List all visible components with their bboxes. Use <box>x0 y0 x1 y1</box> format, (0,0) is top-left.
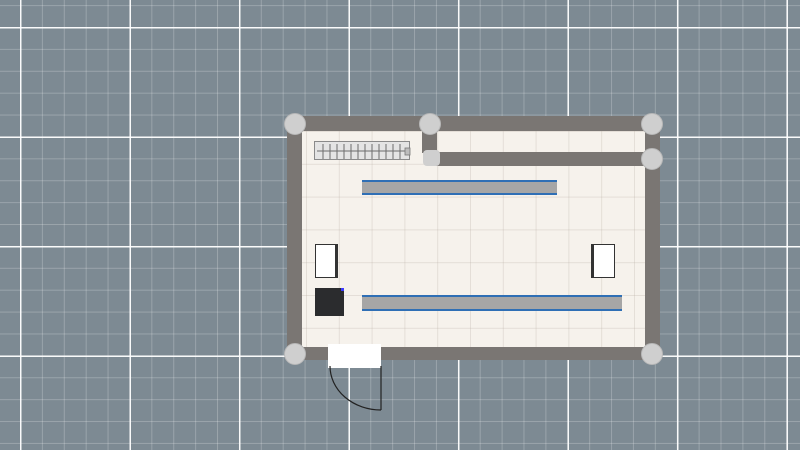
appliance-marker <box>341 288 344 291</box>
cabinet-left[interactable] <box>315 244 338 278</box>
wall-corner-top-left[interactable] <box>284 113 306 135</box>
wall-corner-bottom-left[interactable] <box>284 343 306 365</box>
wall-top[interactable] <box>295 116 652 131</box>
partition-wall-horizontal[interactable] <box>430 152 652 166</box>
wall-left[interactable] <box>287 123 302 355</box>
wall-corner-partition[interactable] <box>641 148 663 170</box>
wall-corner-top-right[interactable] <box>641 113 663 135</box>
cabinet-right[interactable] <box>591 244 615 278</box>
door-swing-icon[interactable] <box>326 364 386 414</box>
wall-right[interactable] <box>645 123 660 355</box>
dark-appliance[interactable] <box>315 288 344 316</box>
wall-corner-bottom-right[interactable] <box>641 343 663 365</box>
wall-bottom-right[interactable] <box>381 347 652 360</box>
shelf-upper[interactable] <box>362 180 557 195</box>
door-opening[interactable] <box>328 344 381 368</box>
wall-joint-small[interactable] <box>423 150 440 166</box>
radiator[interactable] <box>314 141 411 160</box>
radiator-icon <box>317 144 411 159</box>
shelf-lower[interactable] <box>362 295 622 311</box>
wall-corner-top-middle[interactable] <box>419 113 441 135</box>
